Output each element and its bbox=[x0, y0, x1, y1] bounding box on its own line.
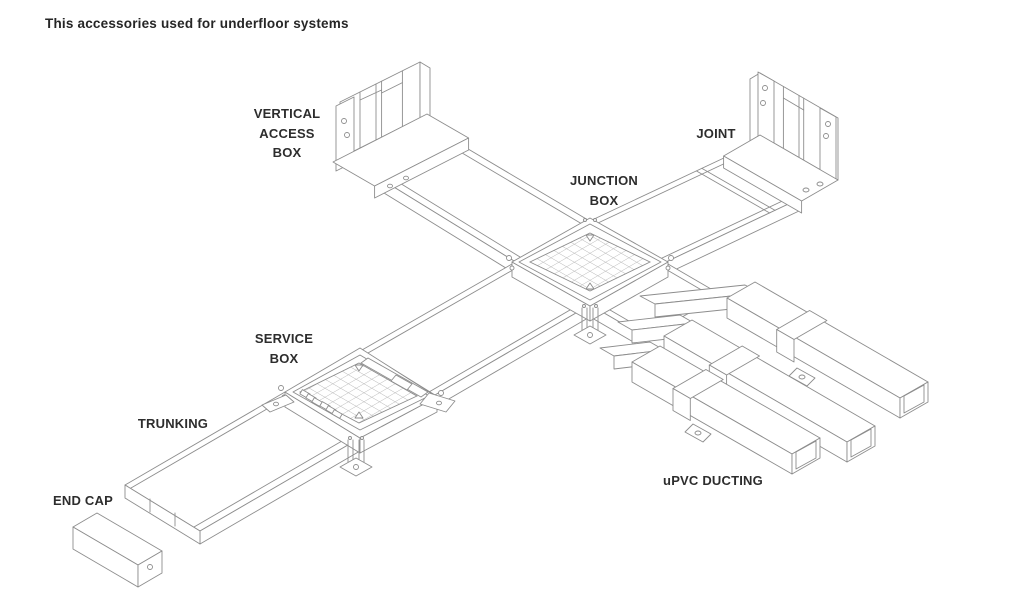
service-box-corner-bracket bbox=[339, 436, 373, 477]
label-trunking: TRUNKING bbox=[137, 416, 209, 431]
vertical-access-box-drawing bbox=[332, 61, 470, 199]
label-vertical-access-box: VERTICAL ACCESS BOX bbox=[253, 106, 321, 160]
label-service-box: SERVICE BOX bbox=[254, 331, 314, 366]
duct-tube-bottom bbox=[631, 345, 821, 475]
end-cap-drawing bbox=[72, 512, 163, 588]
junction-box-drawing bbox=[506, 217, 674, 345]
label-upvc-ducting: uPVC DUCTING bbox=[663, 473, 763, 488]
diagram-title: This accessories used for underfloor sys… bbox=[45, 16, 349, 31]
trunking-arm-northeast bbox=[591, 156, 800, 275]
joint-end-box-drawing bbox=[723, 71, 839, 214]
junction-box-grille bbox=[528, 232, 652, 292]
service-box-drawing bbox=[261, 347, 456, 477]
label-junction-box: JUNCTION BOX bbox=[569, 173, 639, 208]
service-box-side-tabs bbox=[261, 392, 456, 413]
label-end-cap: END CAP bbox=[53, 493, 113, 508]
upvc-ducting-drawing bbox=[599, 281, 929, 475]
trunking-arm-northwest bbox=[383, 142, 589, 274]
duct-mount-foot bbox=[788, 367, 816, 387]
label-joint: JOINT bbox=[696, 126, 736, 141]
junction-box-corner-bracket bbox=[573, 304, 607, 345]
service-box-knockouts bbox=[299, 389, 343, 419]
duct-mount-foot bbox=[684, 423, 712, 443]
trunking-drawing bbox=[124, 391, 361, 545]
duct-tube-top bbox=[726, 281, 929, 419]
joint-seam bbox=[696, 167, 776, 214]
